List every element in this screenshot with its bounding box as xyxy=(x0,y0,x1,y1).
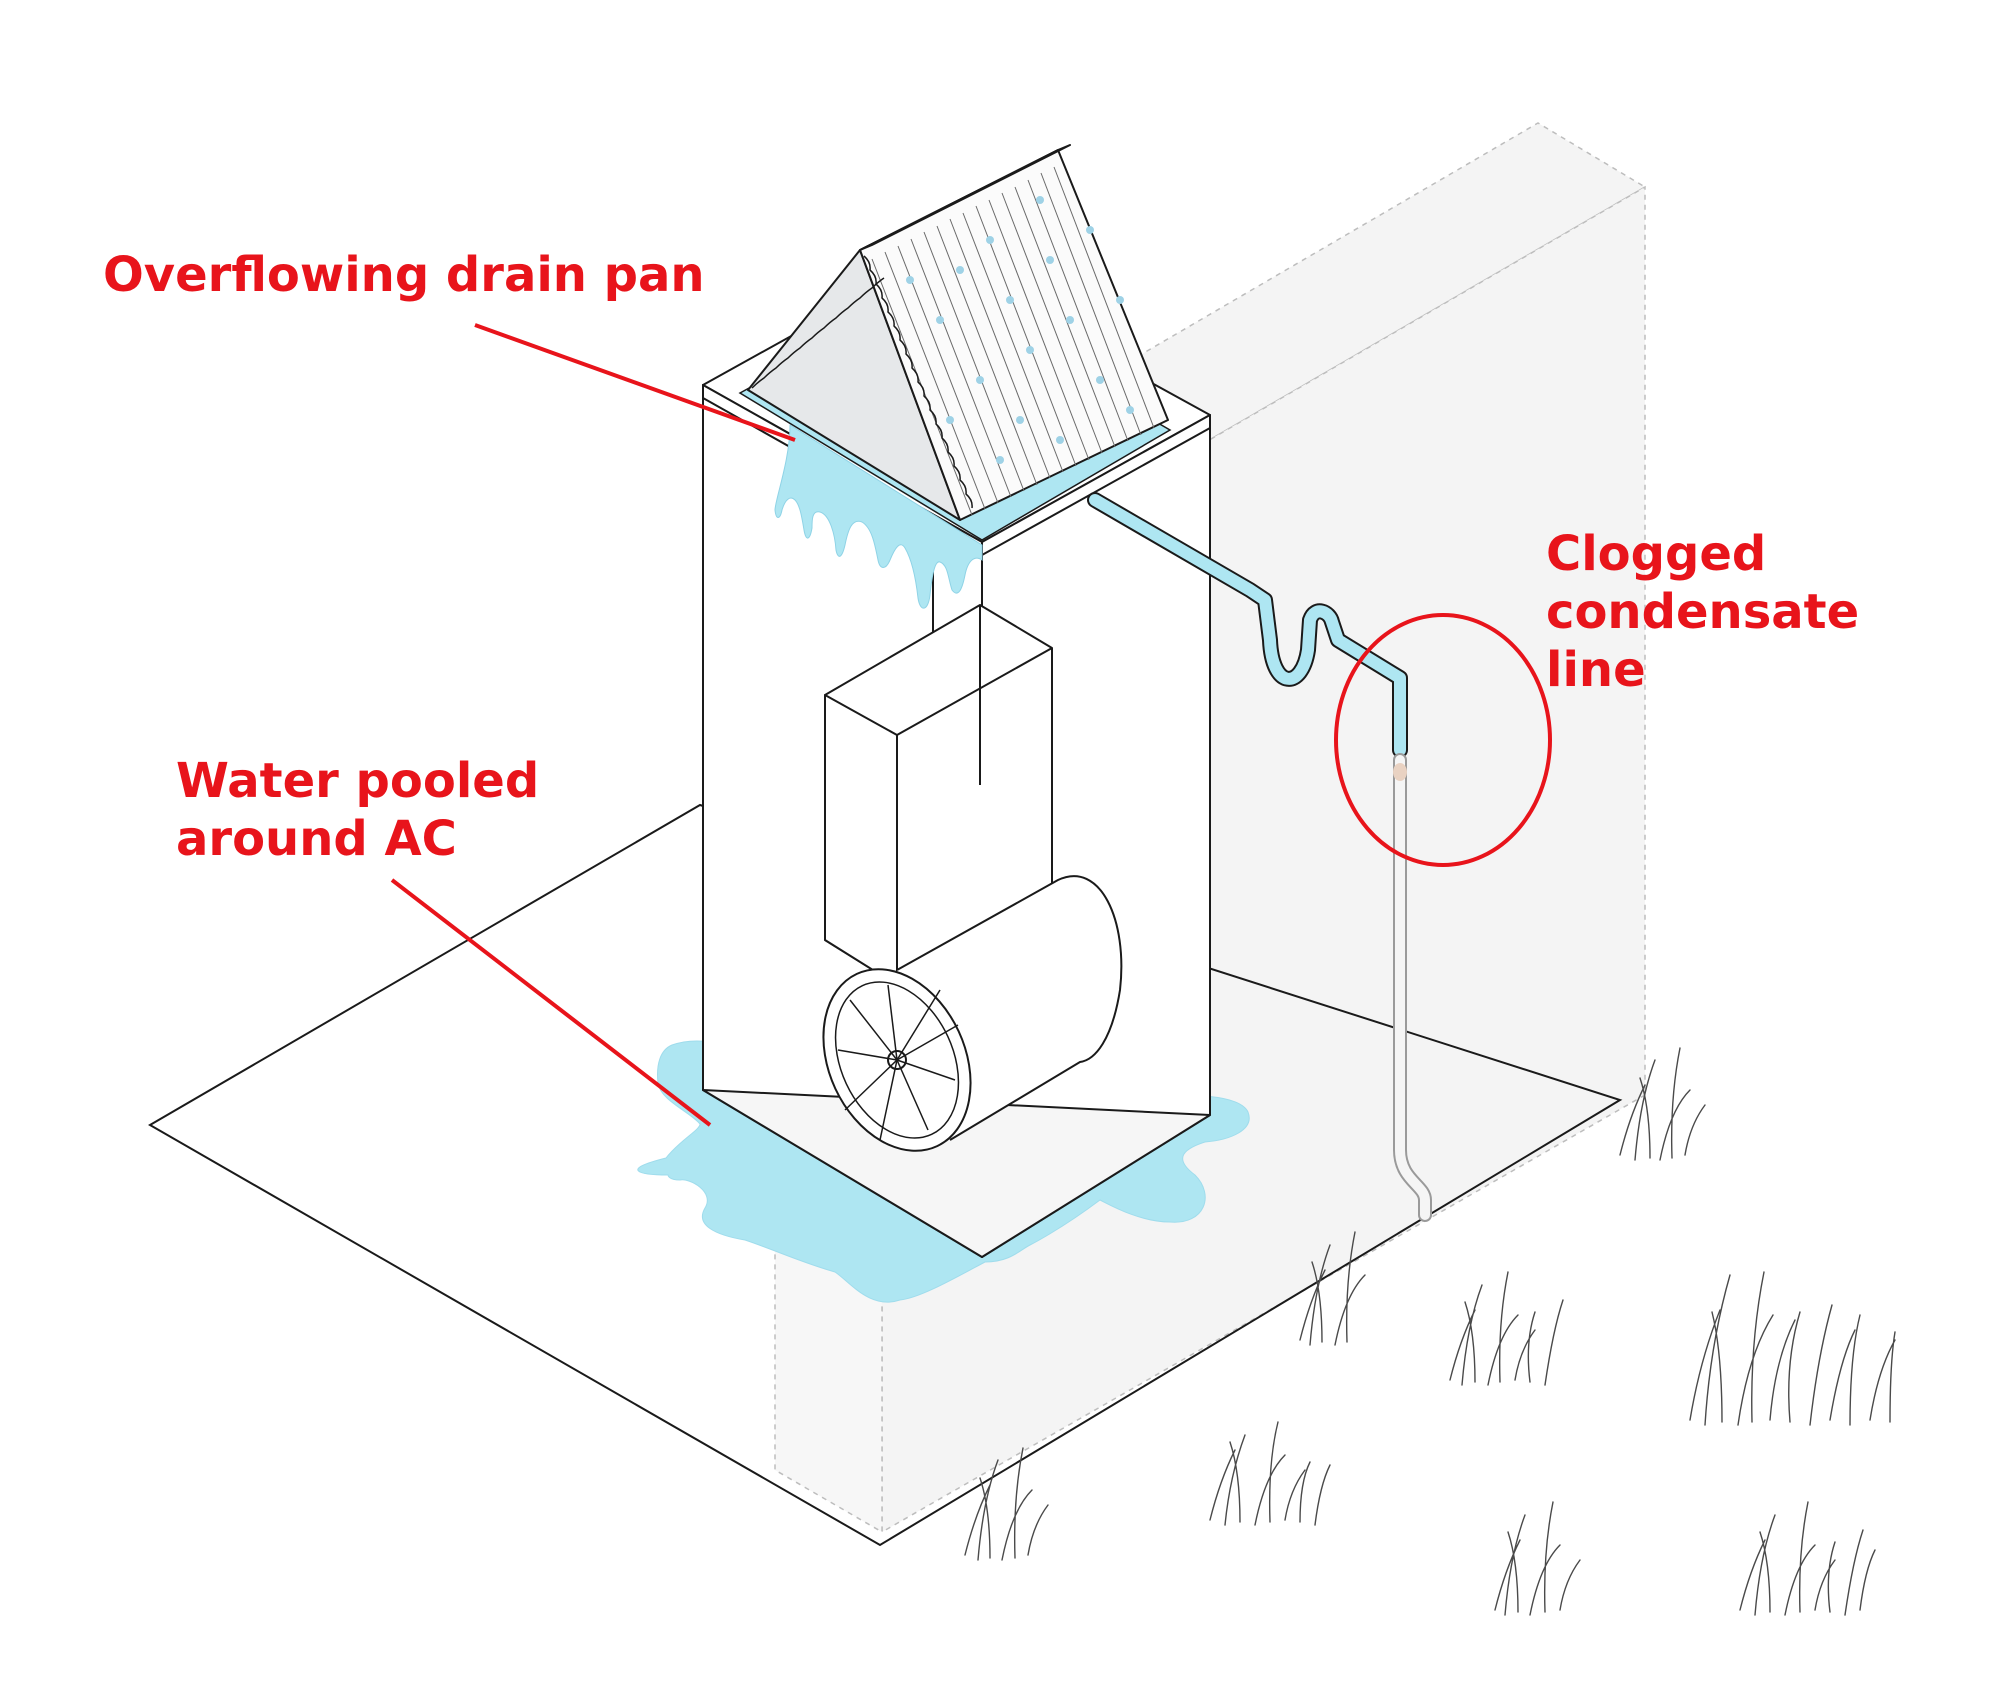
clogged-line-highlight-circle xyxy=(1334,613,1552,867)
pooled-water-leader-line xyxy=(390,878,712,1127)
pooled-water-annotation: Water pooled around AC xyxy=(176,753,540,867)
overflow-drips xyxy=(774,424,983,609)
evaporator-coil-icon xyxy=(747,144,1169,521)
ground-plane xyxy=(148,803,1623,1547)
drain-pipe-icon xyxy=(1087,492,1432,1222)
blower-fan-icon xyxy=(822,968,972,1152)
clogged-line-annotation: Clogged condensate line xyxy=(1546,526,1860,698)
grass-icon xyxy=(964,1047,1896,1616)
annotation-marks xyxy=(390,323,1552,1127)
drain-pan-leader-line xyxy=(474,323,796,442)
drain-pan-annotation: Overflowing drain pan xyxy=(103,247,705,303)
